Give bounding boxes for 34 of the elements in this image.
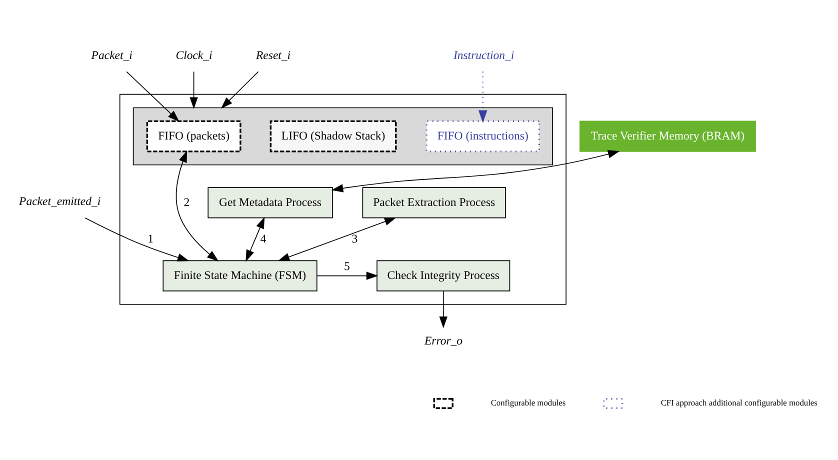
edge-label: 2 bbox=[184, 196, 190, 209]
node-box: Finite State Machine (FSM) bbox=[162, 260, 318, 292]
arrow bbox=[126, 71, 180, 122]
arrow bbox=[478, 72, 488, 123]
arrow bbox=[439, 290, 448, 328]
cluster bbox=[132, 107, 554, 166]
node-text: Packet_emitted_i bbox=[19, 194, 101, 208]
cluster bbox=[119, 94, 566, 305]
node-text: Error_o bbox=[424, 334, 463, 348]
node-text: Reset_i bbox=[256, 48, 291, 62]
arrow bbox=[331, 150, 620, 192]
arrow bbox=[176, 150, 219, 262]
node-box: Get Metadata Process bbox=[208, 187, 333, 218]
node-box: Check Integrity Process bbox=[376, 260, 510, 292]
arrow bbox=[190, 71, 198, 110]
arrow bbox=[316, 272, 378, 280]
arrow bbox=[278, 217, 396, 262]
node-box: FIFO (packets) bbox=[146, 120, 242, 152]
edge-label: 3 bbox=[352, 232, 358, 246]
arrow bbox=[220, 71, 259, 109]
node-text: Packet_i bbox=[91, 48, 132, 62]
edge-label: 1 bbox=[148, 232, 154, 246]
arrow bbox=[246, 216, 265, 262]
node-box: FIFO (instructions) bbox=[426, 120, 540, 152]
node-text: Clock_i bbox=[176, 48, 212, 62]
legend-label: Configurable modules bbox=[490, 398, 566, 408]
arrow bbox=[84, 217, 190, 262]
node-text: Instruction_i bbox=[453, 48, 514, 62]
edge-label: 5 bbox=[344, 260, 350, 274]
edge-label: 4 bbox=[260, 232, 266, 246]
node-box: Packet Extraction Process bbox=[362, 187, 506, 218]
node-box: LIFO (Shadow Stack) bbox=[270, 120, 397, 152]
node-box: Trace Verifier Memory (BRAM) bbox=[580, 120, 756, 152]
legend-label: CFI approach additional configurable modules bbox=[660, 398, 818, 408]
